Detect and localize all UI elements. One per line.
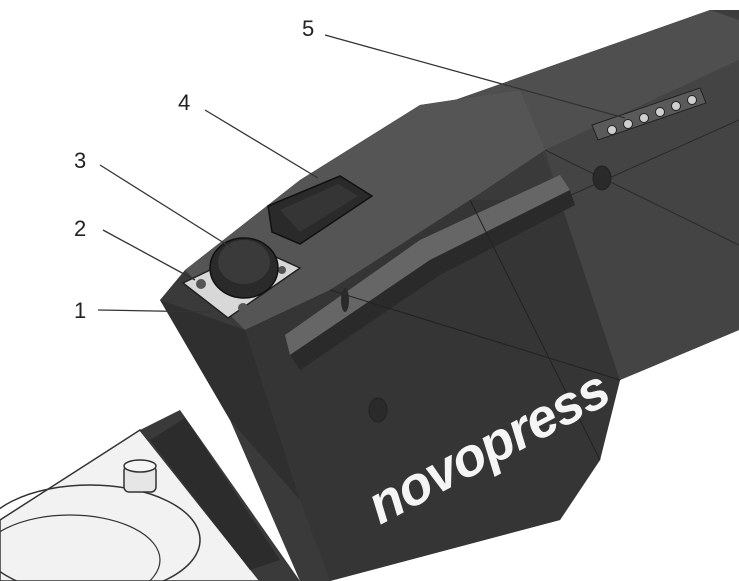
callout-label-5: 5 xyxy=(302,16,314,41)
callout-label-2: 2 xyxy=(74,216,86,241)
leader-line-4 xyxy=(204,109,319,179)
led-indicator-strip xyxy=(591,87,707,141)
press-cylinder xyxy=(0,410,300,581)
connector-socket xyxy=(209,237,279,299)
callout-label-4: 4 xyxy=(178,90,190,115)
callout-label-3: 3 xyxy=(74,148,86,173)
callout-label-1: 1 xyxy=(74,298,86,323)
leader-line-3 xyxy=(99,164,233,249)
leader-line-2 xyxy=(102,229,196,281)
leader-line-1 xyxy=(97,309,211,313)
trigger-switch xyxy=(267,175,374,245)
leader-line-5 xyxy=(324,34,626,119)
tool-housing xyxy=(160,10,739,581)
leader-lines xyxy=(97,34,626,313)
